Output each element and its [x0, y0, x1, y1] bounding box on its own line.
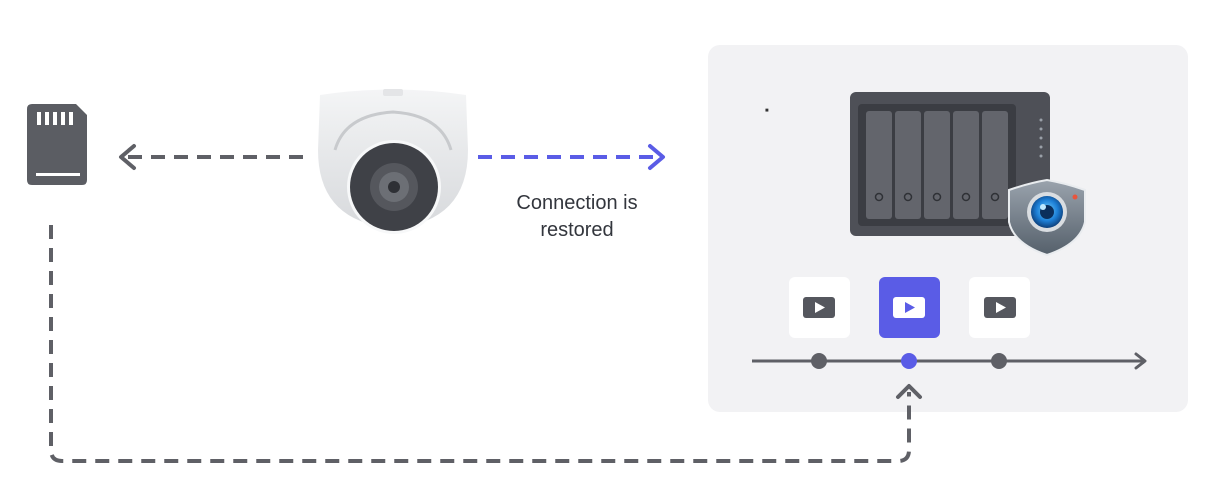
video-clip-icon: [803, 297, 835, 318]
video-clip-icon: [984, 297, 1016, 318]
sync-path-arrow: [49, 225, 922, 463]
nas-server-icon: [850, 92, 1050, 236]
recording-timeline: [752, 352, 1147, 370]
nas-drive-bays: [866, 111, 1008, 219]
video-clip-card-active[interactable]: [879, 277, 940, 338]
video-clip-icon: [893, 297, 925, 318]
video-clip-card[interactable]: [969, 277, 1030, 338]
arrow-to-sd-card: [119, 144, 303, 170]
dome-camera-icon: [318, 89, 468, 234]
arrow-to-nas: [478, 144, 665, 170]
connection-caption: Connection is restored: [516, 192, 638, 241]
video-clip-card[interactable]: [789, 277, 850, 338]
timeline-marker: [991, 353, 1007, 369]
sd-card-icon: [27, 104, 87, 185]
timeline-marker: [811, 353, 827, 369]
panel-mark: ■: [765, 108, 769, 114]
surveillance-station-icon: [1008, 178, 1086, 257]
timeline-marker-active: [901, 353, 917, 369]
